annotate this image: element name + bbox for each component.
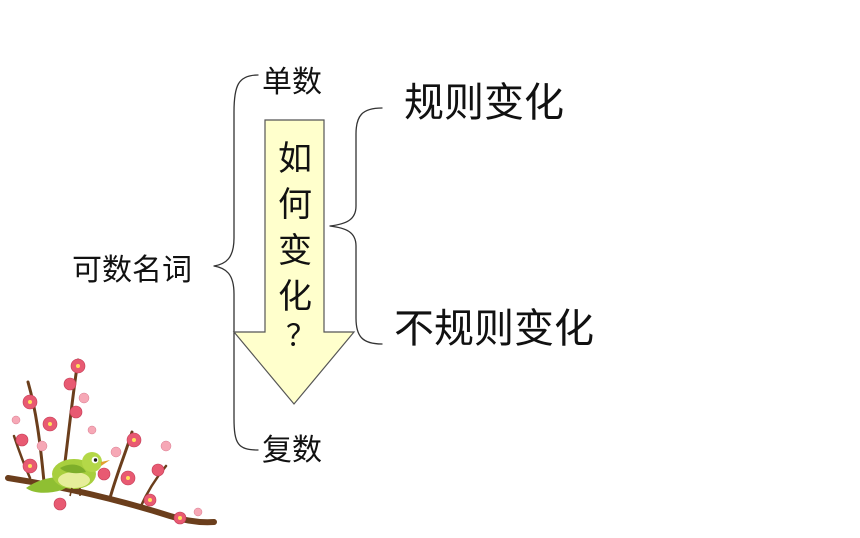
arrow-text-2: 何 [278, 185, 312, 225]
plum-blossom-branch-with-bird-icon [5, 358, 217, 526]
root-label: 可数名词 [72, 253, 192, 288]
arrow-text-4: 化 [278, 277, 312, 317]
arrow-text-5: ？ [286, 319, 316, 354]
irregular-label: 不规则变化 [394, 306, 594, 352]
arrow-text-3: 变 [278, 231, 312, 271]
down-arrow [232, 119, 356, 405]
right-brace [329, 107, 383, 345]
bird-icon [26, 452, 110, 497]
regular-label: 规则变化 [404, 80, 564, 126]
arrow-text-1: 如 [278, 139, 312, 179]
plural-label: 复数 [262, 433, 322, 468]
left-brace [213, 74, 259, 451]
singular-label: 单数 [262, 65, 322, 100]
